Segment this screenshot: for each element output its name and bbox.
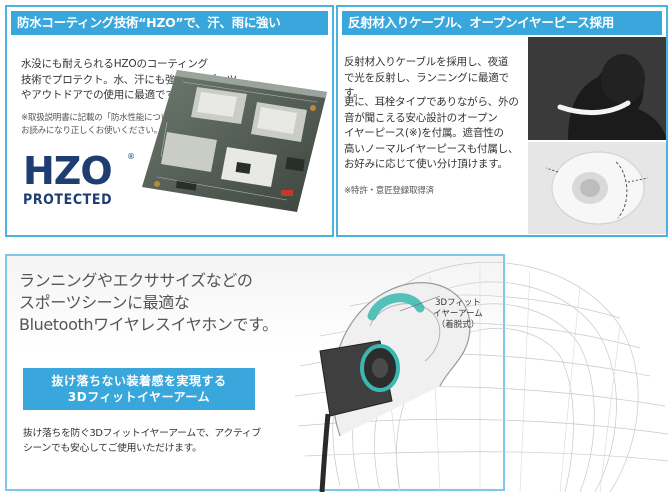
- arm-label-line: イヤーアーム: [433, 309, 483, 319]
- cable-para2-line: 音が聞こえる安心設計のオープン: [344, 111, 498, 124]
- cable-para2-line: お好みに応じて使い分け頂けます。: [344, 158, 508, 170]
- bt-heading-line: Bluetoothワイヤレスイヤホンです。: [19, 315, 278, 334]
- hzo-protected-logo: HZO ® PROTECTED: [23, 152, 135, 214]
- bluetooth-heading: ランニングやエクササイズなどの スポーツシーンに最適な Bluetoothワイヤ…: [19, 270, 319, 336]
- hzo-desc-line: やアウトドアでの使用に最適です。: [21, 89, 185, 101]
- hzo-logo-word: HZO: [23, 149, 113, 193]
- bt-desc-line: 抜け落ちを防ぐ3Dフィットイヤーアームで、アクティブ: [23, 428, 261, 439]
- hzo-note-line: ※取扱説明書に記載の「防水性能について」を: [21, 113, 194, 123]
- bt-heading-line: スポーツシーンに最適な: [19, 293, 190, 312]
- hzo-desc-line: 水没にも耐えられるHZOのコーティング: [21, 58, 208, 70]
- banner-line: 抜け落ちない装着感を実現する: [51, 374, 227, 388]
- cable-para1-line: で光を反射し、ランニングに最適です。: [344, 71, 509, 100]
- cable-note: ※特許・意匠登録取得済: [344, 186, 434, 196]
- runner-night-photo: [528, 37, 666, 140]
- arm-label-line: 3Dフィット: [435, 298, 481, 308]
- cable-panel: 反射材入りケーブル、オープンイヤーピース採用 反射材入りケーブルを採用し、夜道 …: [336, 5, 668, 237]
- arm-label-line: （着脱式）: [436, 320, 480, 330]
- bt-heading-line: ランニングやエクササイズなどの: [19, 271, 253, 290]
- cable-para2-line: イヤーピース(※)を付属。遮音性の: [344, 127, 504, 139]
- hzo-panel: 防水コーティング技術“HZO”で、汗、雨に強い 水没にも耐えられるHZOのコーテ…: [5, 5, 334, 237]
- hzo-note-line: お読みになり正しくお使いください。: [21, 125, 162, 136]
- cable-para2-line: 更に、耳栓タイプでありながら、外の: [344, 96, 519, 108]
- circuit-board-image: [142, 70, 327, 212]
- hzo-logo-protected: PROTECTED: [23, 192, 113, 208]
- bt-desc-line: シーンでも安心してご使用いただけます。: [23, 443, 202, 454]
- cable-para1: 反射材入りケーブルを採用し、夜道 で光を反射し、ランニングに最適です。: [344, 55, 526, 102]
- fit-arm-description: 抜け落ちを防ぐ3Dフィットイヤーアームで、アクティブ シーンでも安心してご使用い…: [23, 426, 293, 456]
- earphone-in-ear-illustration: [294, 261, 669, 492]
- banner-line: 3Dフィットイヤーアーム: [67, 390, 211, 404]
- registered-mark: ®: [127, 152, 135, 161]
- cable-para1-line: 反射材入りケーブルを採用し、夜道: [344, 56, 509, 68]
- cable-para2: 更に、耳栓タイプでありながら、外の 音が聞こえる安心設計のオープン イヤーピース…: [344, 95, 526, 173]
- cable-panel-title: 反射材入りケーブル、オープンイヤーピース採用: [342, 11, 662, 35]
- open-earpiece-photo: [528, 142, 666, 234]
- fit-arm-label: 3Dフィット イヤーアーム （着脱式）: [418, 298, 498, 331]
- fit-arm-banner: 抜け落ちない装着感を実現する 3Dフィットイヤーアーム: [23, 368, 255, 410]
- hzo-note: ※取扱説明書に記載の「防水性能について」を お読みになり正しくお使いください。: [21, 112, 261, 137]
- cable-para2-line: 高いノーマルイヤーピースも付属し、: [344, 142, 519, 155]
- hzo-panel-title: 防水コーティング技術“HZO”で、汗、雨に強い: [11, 11, 328, 35]
